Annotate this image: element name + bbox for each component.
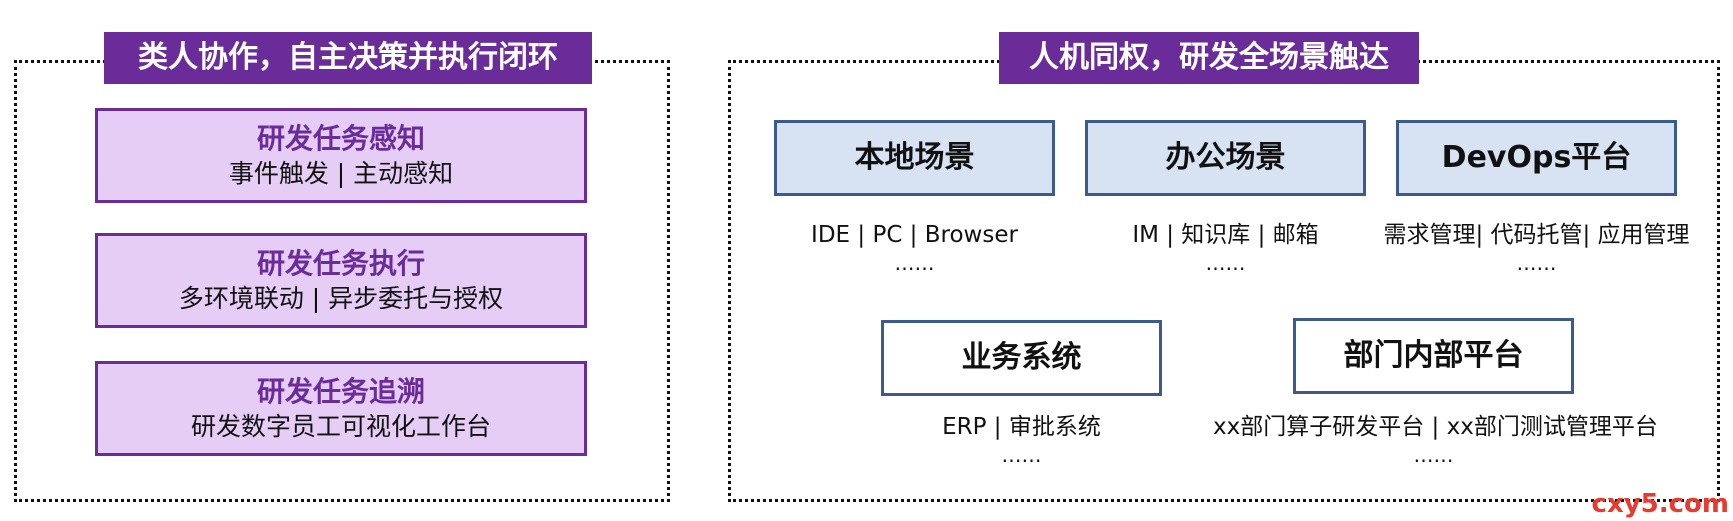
scene-box-local: 本地场景 (774, 120, 1055, 196)
scene-desc-ellipsis: …… (894, 251, 935, 275)
task-title: 研发任务执行 (256, 247, 425, 280)
task-title: 研发任务追溯 (256, 375, 425, 408)
scene-desc-text: xx部门算子研发平台 | xx部门测试管理平台 (1213, 414, 1658, 440)
task-desc: 事件触发 | 主动感知 (228, 159, 454, 188)
scene-desc-ellipsis: …… (1001, 443, 1042, 467)
scene-desc-business: ERP | 审批系统 …… (881, 412, 1162, 468)
scene-box-office: 办公场景 (1085, 120, 1366, 196)
task-desc: 研发数字员工可视化工作台 (190, 412, 491, 441)
scene-box-devops: DevOps平台 (1396, 120, 1677, 196)
scene-desc-ellipsis: …… (1205, 251, 1246, 275)
task-box-execution: 研发任务执行 多环境联动 | 异步委托与授权 (95, 233, 587, 328)
scene-desc-ellipsis: …… (1516, 251, 1557, 275)
scene-desc-text: IM | 知识库 | 邮箱 (1132, 222, 1319, 248)
scene-desc-text: ERP | 审批系统 (942, 414, 1101, 440)
task-title: 研发任务感知 (256, 122, 425, 155)
scene-desc-office: IM | 知识库 | 邮箱 …… (1085, 220, 1366, 276)
watermark-text: cxy5.com (1591, 489, 1729, 519)
task-desc: 多环境联动 | 异步委托与授权 (178, 284, 504, 313)
task-box-perception: 研发任务感知 事件触发 | 主动感知 (95, 108, 587, 203)
scene-desc-department: xx部门算子研发平台 | xx部门测试管理平台 …… (1213, 412, 1658, 468)
scene-desc-devops: 需求管理| 代码托管| 应用管理 …… (1366, 220, 1707, 276)
scene-desc-local: IDE | PC | Browser …… (774, 220, 1055, 276)
scene-box-business: 业务系统 (881, 320, 1162, 396)
scene-desc-ellipsis: …… (1413, 443, 1454, 467)
task-box-tracing: 研发任务追溯 研发数字员工可视化工作台 (95, 361, 587, 456)
scene-desc-text: 需求管理| 代码托管| 应用管理 (1383, 222, 1690, 248)
scene-desc-text: IDE | PC | Browser (811, 222, 1018, 248)
right-section-title: 人机同权，研发全场景触达 (999, 32, 1419, 84)
scene-box-department: 部门内部平台 (1293, 318, 1574, 394)
left-section-title: 类人协作，自主决策并执行闭环 (104, 32, 592, 84)
